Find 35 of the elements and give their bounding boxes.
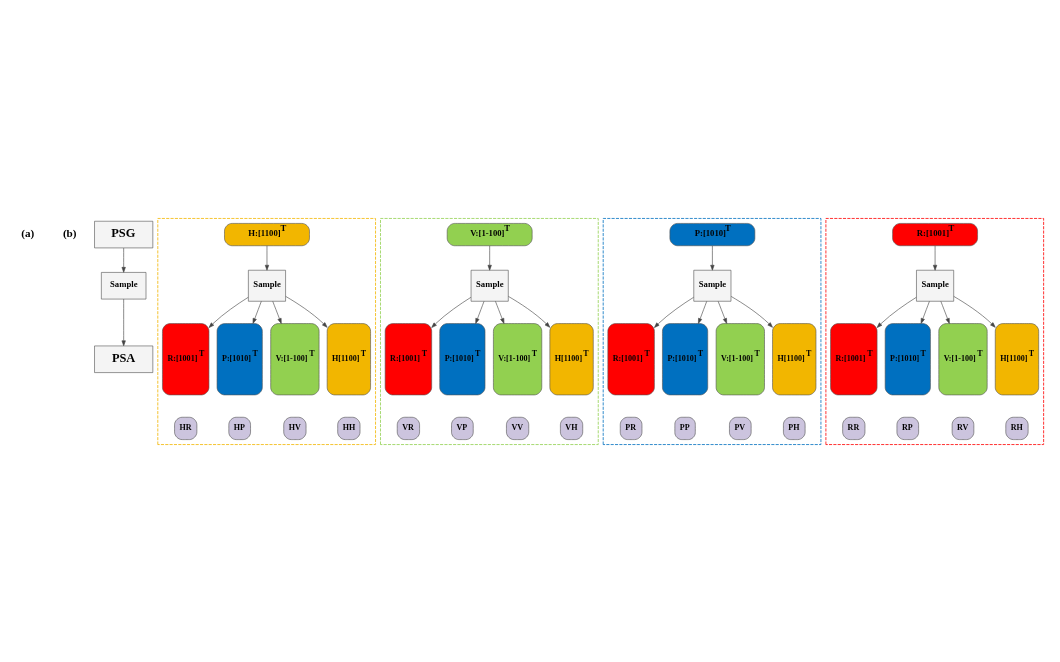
arrow [487,244,492,270]
arrow [876,296,917,328]
arrow [475,300,485,324]
label: (a) [21,226,35,239]
arrow [495,300,505,324]
arrow [272,300,282,324]
cluster [602,217,822,445]
node-box: Sample [248,269,286,302]
arrow [698,300,708,324]
cluster [380,217,599,445]
arrow [252,300,262,324]
label: (b) [62,226,77,239]
arrow [208,296,249,328]
arrow [940,300,950,324]
node-box: Sample [470,269,509,302]
node-box: PSA [94,345,154,373]
arrow [285,295,328,328]
node-box: Sample [916,269,954,302]
arrow [121,298,126,346]
arrow [920,300,930,324]
arrow [121,247,126,273]
cluster [825,217,1045,445]
arrow [953,295,996,328]
arrow [717,300,727,324]
cluster [157,217,376,445]
arrow [654,296,694,328]
arrow [933,244,938,270]
node-box: Sample [693,269,732,302]
node-box: PSG [94,220,154,248]
arrow [431,296,472,328]
arrow [264,244,270,270]
arrow [508,295,551,328]
arrow [710,244,715,270]
node-box: Sample [101,271,147,299]
arrow [730,295,773,328]
